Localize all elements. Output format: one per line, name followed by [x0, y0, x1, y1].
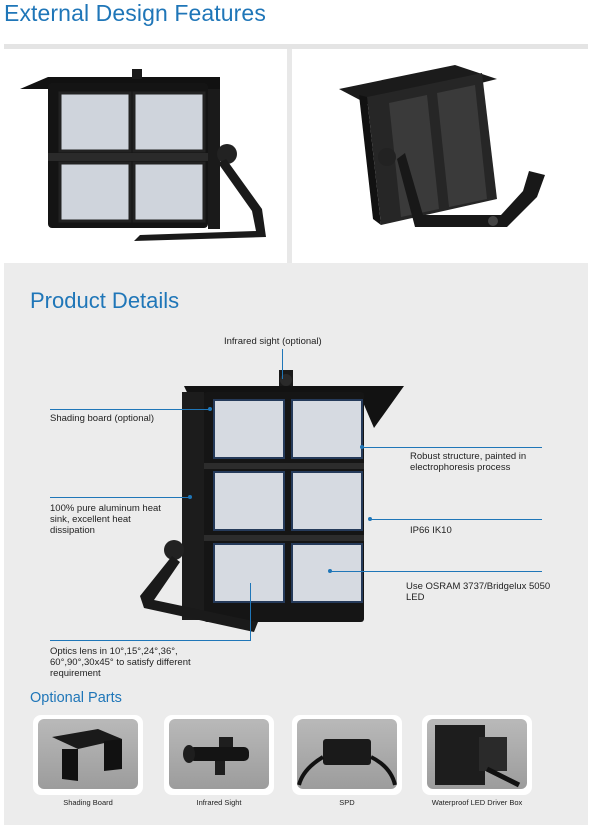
product-details-section: Product Details Infrared sight (optional…	[4, 263, 588, 825]
callout-optics: Optics lens in 10°,15°,24°,36°, 60°,90°,…	[50, 646, 191, 679]
part-card-infrared-sight	[164, 715, 274, 795]
section-title-details: Product Details	[30, 288, 180, 313]
part-label-driver-box: Waterproof LED Driver Box	[431, 798, 523, 807]
external-views	[0, 49, 592, 263]
floodlight-detail-image	[140, 370, 404, 632]
leader-ip-dot	[368, 517, 372, 521]
leader-led	[330, 571, 542, 572]
rear-view-panel	[297, 49, 588, 263]
leader-heatsink	[50, 497, 190, 498]
callout-robust: Robust structure, painted in electrophor…	[410, 451, 527, 473]
section-title-external: External Design Features	[4, 0, 266, 26]
part-label-shading-board: Shading Board	[63, 798, 113, 807]
spd-image	[297, 739, 397, 786]
floodlight-rear-image	[339, 65, 545, 227]
leader-ip	[370, 519, 542, 520]
callout-heatsink: 100% pure aluminum heat sink, excellent …	[50, 503, 161, 536]
section-title-optional: Optional Parts	[30, 690, 122, 706]
floodlight-front-image	[20, 69, 266, 241]
leader-robust-dot	[360, 445, 364, 449]
title-divider	[4, 44, 588, 49]
leader-led-dot	[328, 569, 332, 573]
leader-shading-dot	[208, 407, 212, 411]
leader-optics-vertical	[250, 583, 251, 641]
callout-shading: Shading board (optional)	[50, 413, 155, 424]
front-view-panel	[4, 49, 292, 263]
leader-infrared	[282, 349, 283, 379]
leader-robust	[362, 447, 542, 448]
part-label-infrared-sight: Infrared Sight	[196, 798, 242, 807]
leader-shading	[50, 409, 210, 410]
callout-led: Use OSRAM 3737/Bridgelux 5050 LED	[406, 581, 551, 603]
leader-heatsink-dot	[188, 495, 192, 499]
shading-board-image	[52, 729, 122, 781]
driver-box-image	[435, 725, 521, 788]
callout-ip: IP66 IK10	[410, 525, 452, 536]
infrared-sight-image	[183, 737, 249, 775]
part-card-driver-box	[422, 715, 532, 795]
part-card-shading-board	[33, 715, 143, 795]
leader-optics	[50, 640, 250, 641]
part-card-spd	[292, 715, 402, 795]
callout-infrared: Infrared sight (optional)	[224, 336, 322, 347]
part-label-spd: SPD	[339, 798, 355, 807]
